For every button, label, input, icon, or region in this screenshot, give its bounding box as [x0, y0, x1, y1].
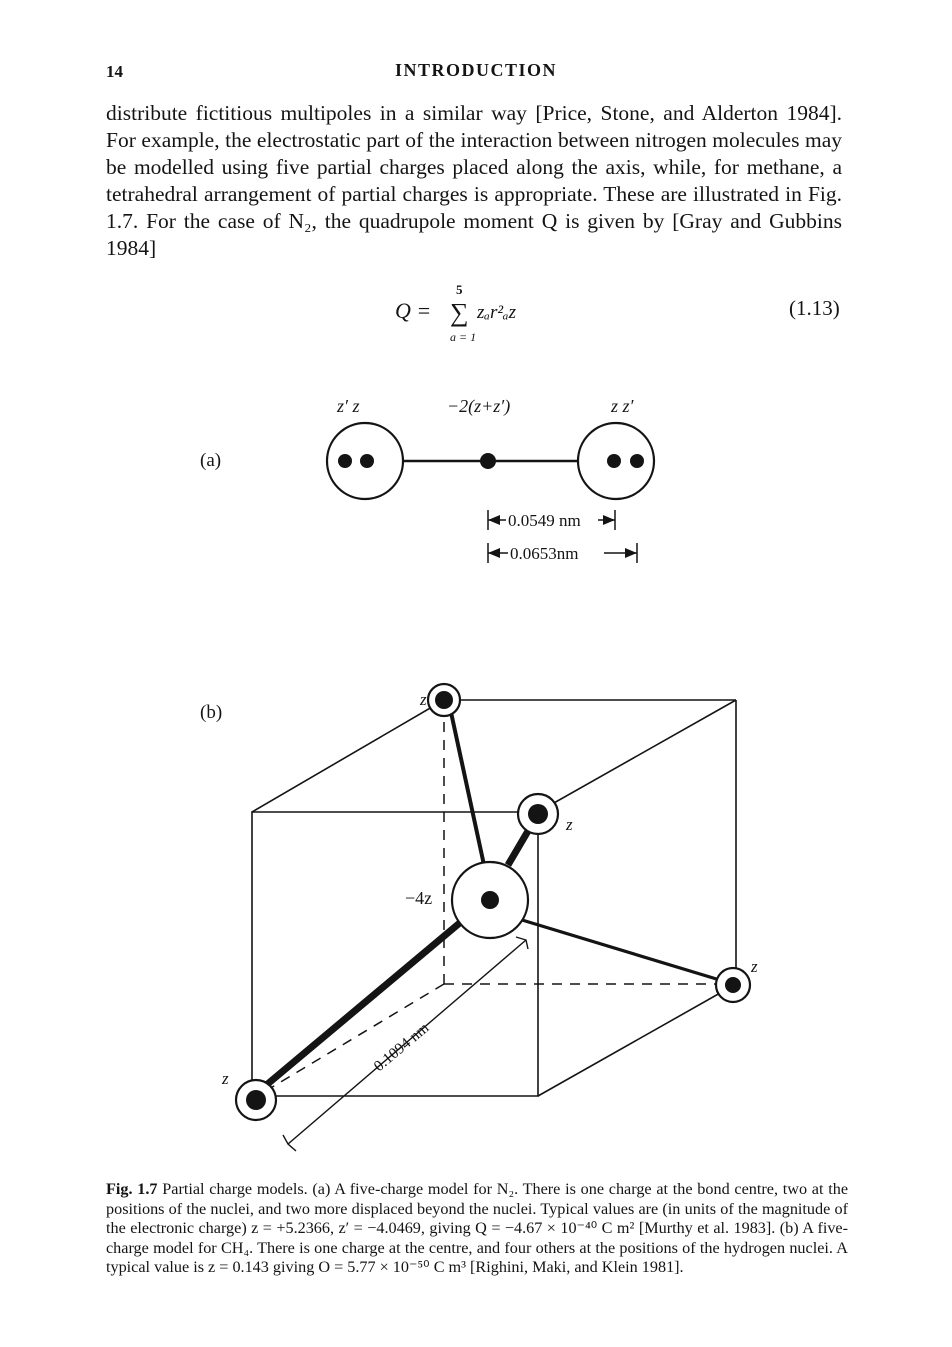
paragraph-text: distribute fictitious multipoles in a si… [106, 101, 842, 260]
equation-rhs: zₐr²ₐz [477, 302, 516, 323]
caption-label: Fig. 1.7 [106, 1180, 158, 1198]
bond-right [521, 918, 734, 986]
ch4-bonds [255, 702, 734, 1095]
equation-number: (1.13) [789, 296, 840, 320]
panel-a-center-charge: −2(z+z′) [447, 396, 510, 417]
n2-molecule [325, 421, 656, 501]
label-lower-left-charge: z [221, 1069, 229, 1088]
panel-b-label: (b) [200, 702, 222, 723]
figure-caption: Fig. 1.7 Partial charge models. (a) A fi… [106, 1180, 848, 1278]
cube [251, 699, 737, 1097]
label-center-charge: −4z [405, 888, 432, 908]
dimension-outer: 0.0653nm [487, 543, 638, 563]
label-right-charge: z [750, 957, 758, 976]
body-paragraph: distribute fictitious multipoles in a si… [106, 100, 842, 262]
panel-a-left-charges: z′ z [336, 396, 359, 416]
cube-edge-bottom-right [537, 983, 737, 1097]
running-title: INTRODUCTION [394, 60, 558, 80]
page-number: 14 [106, 62, 123, 81]
charge-center [480, 453, 496, 469]
charge-right-inner [607, 454, 621, 468]
central-atom [450, 860, 530, 940]
charge-right-outer [630, 454, 644, 468]
bond-length-label: 0.1094 nm [371, 1019, 433, 1075]
hydrogen-upper-right [516, 792, 560, 836]
charge-center-b [481, 891, 499, 909]
panel-a-right-charges: z z′ [610, 396, 635, 416]
figure-1-7: (a) z′ z −2(z+z′) z z′ 0.0549 nm 0.0653n… [200, 396, 758, 1152]
dim-outer-label: 0.0653nm [510, 544, 578, 563]
dimension-inner: 0.0549 nm [487, 510, 616, 530]
sum-symbol: ∑ [450, 298, 469, 327]
charge-left-inner [360, 454, 374, 468]
panel-a-label: (a) [200, 450, 221, 471]
equation-lhs: Q = [395, 298, 432, 323]
hydrogen-top [426, 682, 462, 718]
label-upper-right-charge: z [565, 815, 573, 834]
bond-lower-left [255, 913, 471, 1095]
cube-edge-top-right [537, 699, 737, 813]
hydrogen-right [714, 966, 752, 1004]
cube-edge-top-left [251, 699, 445, 813]
sum-upper-limit: 5 [456, 282, 463, 297]
charge-left-outer [338, 454, 352, 468]
sum-lower-limit: a = 1 [450, 330, 477, 344]
caption-text: Partial charge models. (a) A five-charge… [106, 1180, 848, 1276]
dim-inner-label: 0.0549 nm [508, 511, 581, 530]
bond-top [447, 702, 486, 866]
hydrogen-lower-left [234, 1078, 278, 1122]
equation-1-13: Q = 5 ∑ a = 1 zₐr²ₐz [395, 282, 555, 344]
label-top-charge: z [419, 690, 427, 709]
